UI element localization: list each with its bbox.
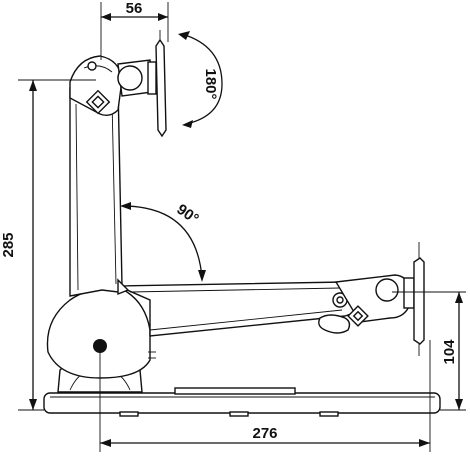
dimension-low-height: [392, 291, 466, 411]
dimension-tilt-arc: [178, 31, 223, 128]
dimension-arm-angle-label: 90°: [173, 201, 201, 228]
dimension-height-label: 285: [0, 232, 17, 257]
dimension-top-width: [100, 2, 169, 60]
dimension-top-width-label: 56: [126, 0, 143, 17]
upper-monitor-plate: [155, 30, 167, 138]
hub-drum: [46, 287, 156, 379]
dimension-height: [18, 79, 96, 411]
upper-arm: [69, 83, 130, 297]
dimension-arm-arc: [120, 202, 206, 282]
lower-monitor-plate: [413, 242, 425, 356]
dimension-low-height-label: 104: [441, 339, 458, 365]
dimension-depth-label: 276: [252, 425, 277, 442]
dimension-tilt-angle-label: 180°: [202, 68, 219, 99]
upper-joint: [69, 55, 157, 117]
dimension-depth: [99, 340, 431, 452]
lower-joint: [334, 274, 415, 327]
base-plate: [43, 387, 441, 417]
lower-arm: [117, 281, 363, 337]
